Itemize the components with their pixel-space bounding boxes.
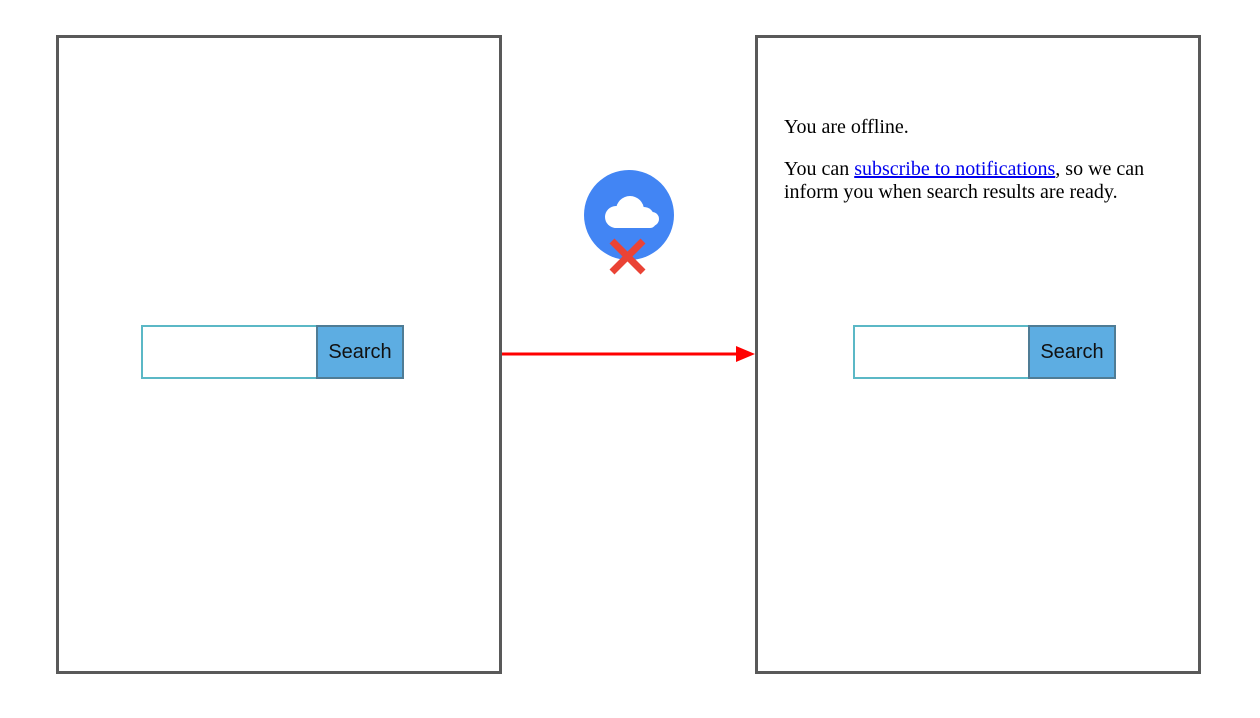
subscribe-notifications-link[interactable]: subscribe to notifications [854, 158, 1056, 180]
search-group: Search [853, 325, 1116, 379]
search-input[interactable] [141, 325, 316, 379]
search-button[interactable]: Search [316, 325, 404, 379]
search-input[interactable] [853, 325, 1028, 379]
notification-prompt: You can subscribe to notifications, so w… [784, 158, 1184, 204]
prompt-suffix: , so we can inform you when search resul… [784, 158, 1145, 203]
search-button[interactable]: Search [1028, 325, 1116, 379]
screen-before: Search [56, 35, 502, 674]
cloud-offline-icon [584, 170, 674, 275]
search-group: Search [141, 325, 404, 379]
prompt-prefix: You can [784, 158, 855, 180]
offline-status-text: You are offline. [784, 116, 909, 138]
screen-offline: You are offline. You can subscribe to no… [755, 35, 1201, 674]
offline-message: You are offline. You can subscribe to no… [784, 116, 1184, 223]
